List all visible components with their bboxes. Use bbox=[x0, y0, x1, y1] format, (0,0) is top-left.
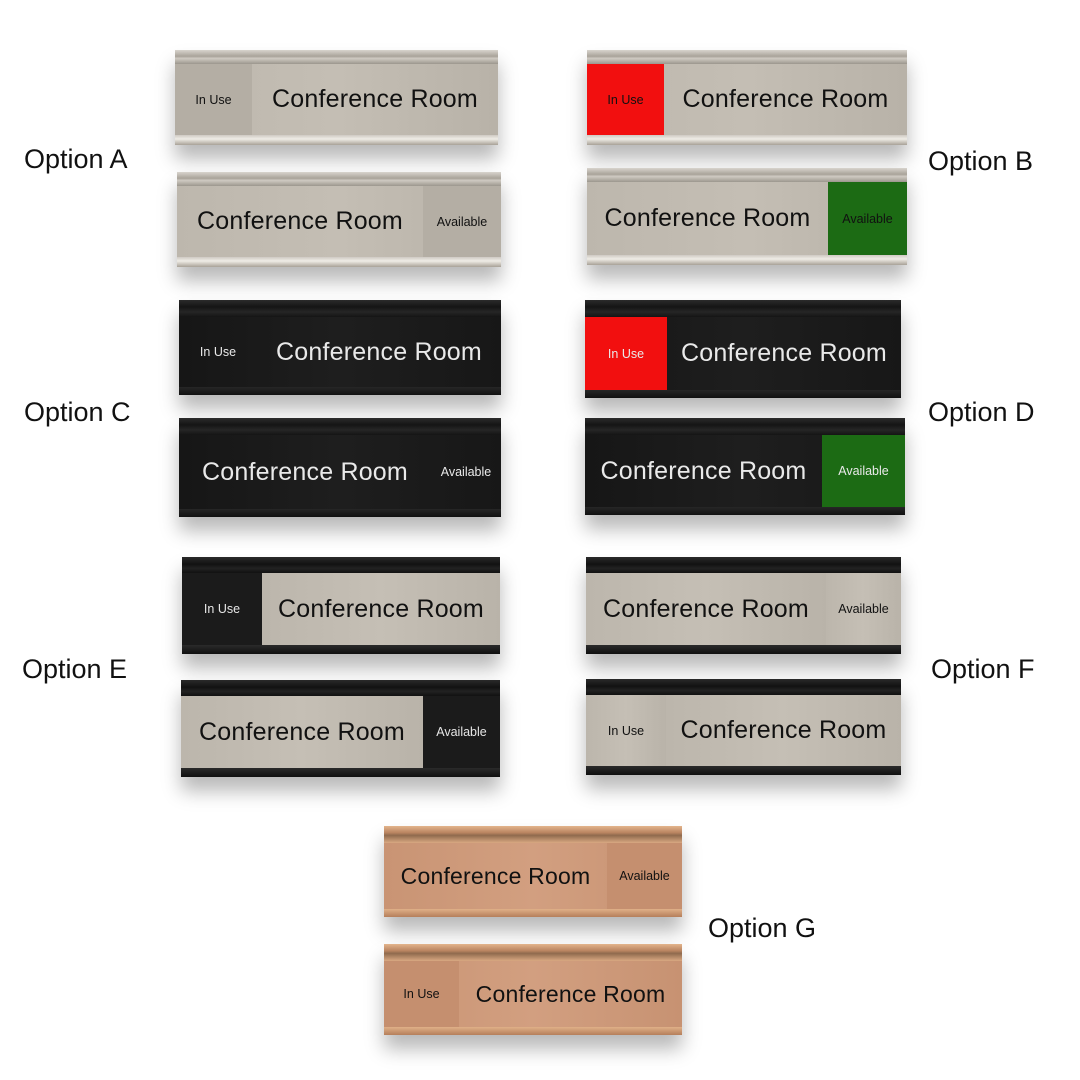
red-status-tab: In Use bbox=[587, 64, 664, 135]
green-status-tab: Available bbox=[822, 435, 905, 507]
green-status-tab: Available bbox=[828, 182, 907, 255]
red-status-tab: In Use bbox=[585, 317, 667, 390]
option-a-label: Option A bbox=[24, 144, 128, 174]
option-d-sign-available: Conference Room Available bbox=[585, 418, 905, 515]
option-g-label: Option G bbox=[708, 913, 817, 943]
option-e-label: Option E bbox=[22, 654, 128, 684]
option-a-sign-in-use: In Use Conference Room bbox=[175, 50, 498, 145]
option-b-label: Option B bbox=[928, 146, 1034, 176]
option-f-label: Option F bbox=[931, 654, 1035, 684]
option-e-sign-available: Conference Room Available bbox=[181, 680, 500, 777]
status-tab: In Use bbox=[175, 64, 252, 135]
option-b-sign-in-use: In Use Conference Room bbox=[587, 50, 907, 145]
option-g-sign-available: Conference Room Available bbox=[384, 826, 682, 917]
option-c-sign-in-use: In Use Conference Room bbox=[179, 300, 501, 395]
status-tab: Available bbox=[423, 186, 501, 257]
option-c-label: Option C bbox=[24, 397, 131, 427]
option-f-sign-in-use: In Use Conference Room bbox=[586, 679, 901, 775]
option-d-label: Option D bbox=[928, 397, 1035, 427]
option-d-sign-in-use: In Use Conference Room bbox=[585, 300, 901, 398]
option-a-sign-available: Conference Room Available bbox=[177, 172, 501, 267]
option-b-sign-available: Conference Room Available bbox=[587, 168, 907, 265]
option-e-sign-in-use: In Use Conference Room bbox=[182, 557, 500, 654]
option-g-sign-in-use: In Use Conference Room bbox=[384, 944, 682, 1035]
option-c-sign-available: Conference Room Available bbox=[179, 418, 501, 517]
option-f-sign-available: Conference Room Available bbox=[586, 557, 901, 654]
